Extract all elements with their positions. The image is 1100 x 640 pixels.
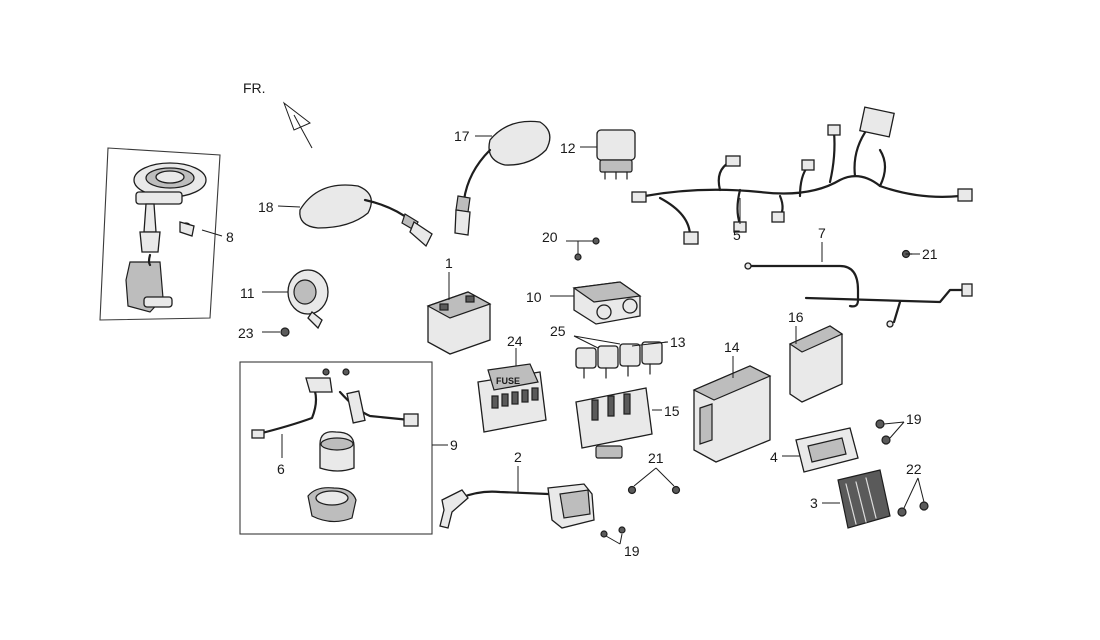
part-9-ignition-assembly[interactable] (239, 361, 433, 535)
part-17-right-mirror[interactable] (454, 120, 551, 236)
callout-25: 25 (550, 323, 566, 339)
front-direction-indicator: FR. (243, 80, 313, 149)
callout-8: 8 (226, 229, 234, 245)
part-10-relay-holder[interactable] (572, 281, 642, 325)
callout-21-upper: 21 (922, 246, 938, 262)
part-4-bracket[interactable] (795, 427, 859, 473)
callout-18: 18 (258, 199, 274, 215)
part-15-relay-bracket[interactable] (575, 387, 653, 459)
callout-24: 24 (507, 333, 523, 349)
part-8-fuel-pump-assembly[interactable] (99, 147, 223, 321)
callout-9: 9 (450, 437, 458, 453)
part-7-battery-cable[interactable] (744, 262, 973, 328)
callout-7: 7 (818, 225, 826, 241)
part-14-ecu[interactable] (692, 365, 772, 463)
part-21-screws-lower[interactable] (627, 485, 681, 495)
part-13-relay-set[interactable] (575, 341, 663, 379)
fuse-box-label: FUSE (496, 376, 520, 386)
part-3-regulator-rectifier[interactable] (837, 469, 891, 529)
part-18-left-mirror[interactable] (299, 184, 433, 248)
callout-17: 17 (454, 128, 470, 144)
part-8-clamp (179, 221, 195, 237)
callout-1: 1 (445, 255, 453, 271)
front-direction-label: FR. (243, 80, 266, 96)
callout-23: 23 (238, 325, 254, 341)
callout-11: 11 (240, 285, 255, 301)
part-1-battery[interactable] (426, 291, 492, 355)
callout-3: 3 (810, 495, 818, 511)
callout-19-lower: 19 (624, 543, 640, 559)
callout-22: 22 (906, 461, 922, 477)
callout-4: 4 (770, 449, 778, 465)
callout-10: 10 (526, 289, 542, 305)
callout-6: 6 (277, 461, 285, 477)
callout-2: 2 (514, 449, 522, 465)
part-24-fuse-box[interactable]: FUSE (477, 363, 547, 433)
part-2-ignition-coil[interactable] (439, 483, 595, 529)
part-11-horn[interactable] (287, 269, 329, 330)
callout-12: 12 (560, 140, 576, 156)
part-5-wiring-harness[interactable] (631, 106, 973, 245)
callout-5: 5 (733, 227, 741, 243)
part-12-flasher-relay[interactable] (596, 129, 636, 180)
callout-21-lower: 21 (648, 450, 664, 466)
part-16-control-unit[interactable] (788, 325, 844, 403)
part-22-bolts[interactable] (897, 501, 929, 517)
callout-13: 13 (670, 334, 686, 350)
part-23-screw[interactable] (280, 327, 290, 337)
callout-14: 14 (724, 339, 740, 355)
callout-15: 15 (664, 403, 680, 419)
part-19-screws-lower[interactable] (600, 526, 626, 538)
part-19-screws-right[interactable] (875, 419, 891, 445)
callout-19-right: 19 (906, 411, 922, 427)
callout-16: 16 (788, 309, 804, 325)
part-21-screw-upper[interactable] (901, 249, 913, 259)
callout-20: 20 (542, 229, 558, 245)
